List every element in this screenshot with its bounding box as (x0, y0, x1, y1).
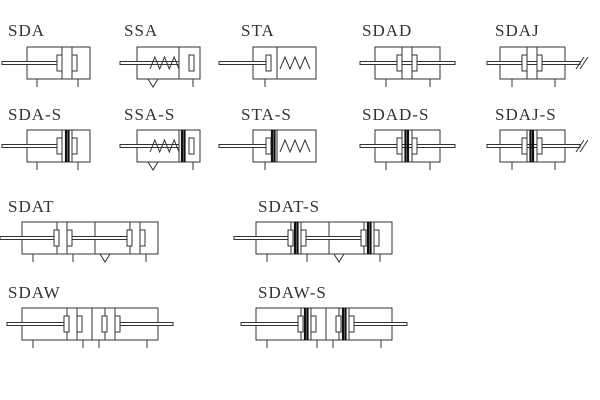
symbol-label: SSA-S (124, 105, 175, 124)
exhaust-port (147, 161, 159, 171)
piston-rod (119, 144, 180, 148)
piston (310, 315, 317, 333)
piston (297, 315, 304, 333)
piston (56, 137, 63, 155)
joint-icon (575, 139, 585, 153)
symbol-label: SDAW (8, 283, 61, 302)
piston-rod (233, 236, 289, 240)
piston (536, 54, 543, 72)
piston (536, 137, 543, 155)
symbol-label: SDAT (8, 197, 55, 216)
sta-symbol (218, 46, 317, 87)
spring-icon (149, 138, 180, 154)
piston (521, 137, 528, 155)
piston-rod (218, 144, 267, 148)
piston-rod (359, 61, 456, 65)
piston (396, 137, 403, 155)
exhaust-port (147, 78, 159, 88)
piston (63, 315, 70, 333)
piston (101, 315, 108, 333)
piston-rod (6, 322, 65, 326)
piston-rod (1, 144, 58, 148)
piston (66, 229, 73, 247)
ssa-symbol (119, 46, 201, 88)
piston (348, 315, 355, 333)
piston (114, 315, 121, 333)
piston-rod (305, 236, 362, 240)
symbol-label: SDA (8, 21, 45, 40)
piston (56, 54, 63, 72)
piston (76, 315, 83, 333)
symbol-label: SDAW-S (258, 283, 327, 302)
symbol-label: SDAJ-S (495, 105, 557, 124)
exhaust-port (333, 253, 345, 263)
sdad-symbol (359, 46, 456, 87)
sda-symbol (1, 46, 91, 87)
sda-symbol (1, 129, 91, 170)
piston-rod (240, 322, 299, 326)
symbol-label: SDA-S (8, 105, 62, 124)
spring-icon (279, 138, 311, 154)
sdad-symbol (359, 129, 456, 170)
piston (411, 54, 418, 72)
piston (373, 229, 380, 247)
piston (521, 54, 528, 72)
piston-rod (218, 61, 267, 65)
piston (265, 54, 272, 72)
piston (300, 229, 307, 247)
sdaj-symbol (486, 46, 589, 87)
sdaw-symbol (6, 307, 174, 348)
joint-icon (575, 56, 585, 70)
piston (53, 229, 60, 247)
spring-icon (279, 55, 311, 71)
joint-icon (579, 56, 589, 70)
symbol-label: SDAD-S (362, 105, 429, 124)
sdaj-symbol (486, 129, 589, 170)
piston (396, 54, 403, 72)
piston-rod (486, 61, 581, 65)
piston-rod (1, 61, 58, 65)
joint-icon (579, 139, 589, 153)
sdat-symbol (233, 221, 393, 263)
piston-rod (71, 236, 128, 240)
symbol-label: SDAD (362, 21, 412, 40)
piston-rod (119, 61, 180, 65)
ssa-symbol (119, 129, 201, 171)
piston (265, 137, 272, 155)
piston (71, 137, 78, 155)
piston (411, 137, 418, 155)
piston-rod (0, 236, 55, 240)
piston (335, 315, 342, 333)
sdaw-symbol (240, 307, 408, 348)
cylinder-drawings (0, 46, 589, 348)
piston (139, 229, 146, 247)
piston (287, 229, 294, 247)
sta-symbol (218, 129, 317, 170)
piston (188, 54, 195, 72)
sdat-symbol (0, 221, 159, 263)
symbol-label: STA (241, 21, 275, 40)
piston (71, 54, 78, 72)
piston-rod (119, 322, 174, 326)
exhaust-port (99, 253, 111, 263)
symbol-label: SDAT-S (258, 197, 320, 216)
piston-rod (353, 322, 408, 326)
spring-icon (149, 55, 180, 71)
symbol-label: STA-S (241, 105, 292, 124)
piston (126, 229, 133, 247)
piston (188, 137, 195, 155)
symbol-label: SDAJ (495, 21, 540, 40)
symbol-label: SSA (124, 21, 158, 40)
piston (360, 229, 367, 247)
